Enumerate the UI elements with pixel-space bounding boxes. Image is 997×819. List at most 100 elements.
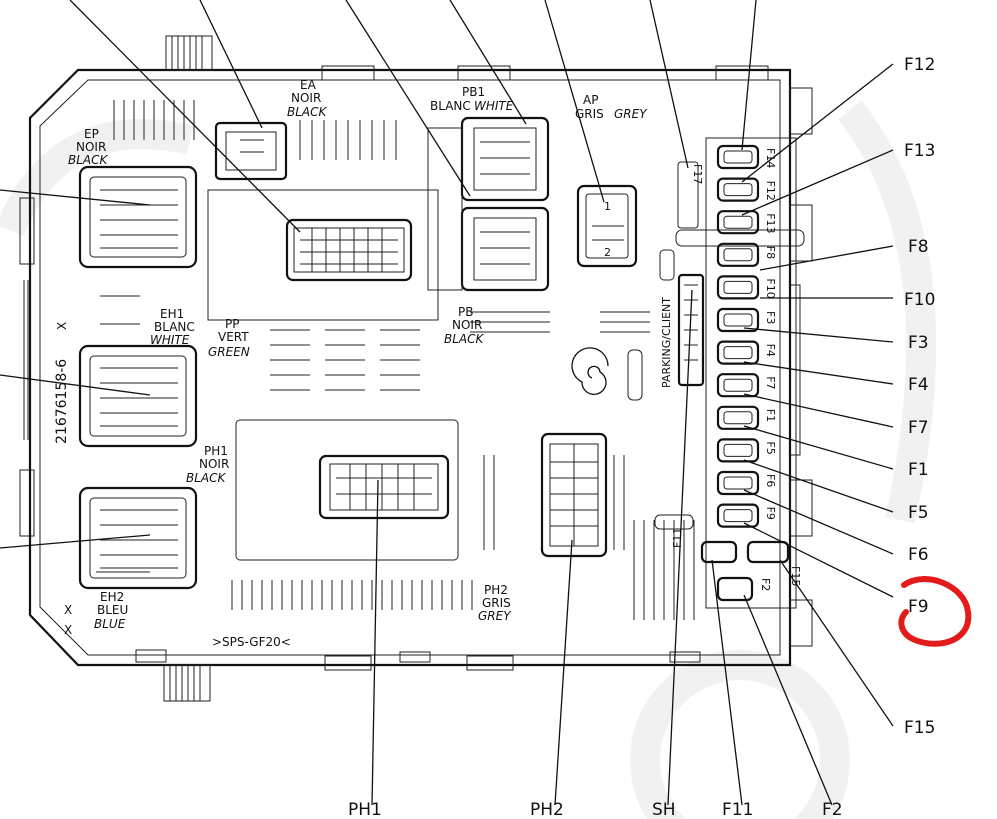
svg-text:PB1: PB1 (462, 85, 485, 99)
svg-text:AP: AP (583, 93, 598, 107)
parking-client-label: PARKING/CLIENT (660, 297, 673, 388)
fuse-slot (716, 340, 760, 365)
fuse-slot-inner (723, 280, 753, 294)
fuse-slot (716, 275, 760, 300)
fuse-slot (716, 373, 760, 398)
ph2-label: PH2 GRIS GREY (478, 583, 512, 623)
svg-text:PP: PP (225, 317, 239, 331)
svg-text:BLEU: BLEU (97, 603, 128, 617)
fuse-slot-inner (723, 476, 753, 490)
svg-text:BLANC: BLANC (154, 320, 195, 334)
callout-f13: F13 (904, 141, 935, 161)
svg-text:PH1: PH1 (204, 444, 228, 458)
callout-f12: F12 (904, 55, 935, 75)
fuse-slot-inner (723, 411, 753, 425)
svg-text:BLUE: BLUE (94, 617, 126, 631)
svg-text:GRIS: GRIS (575, 107, 604, 121)
svg-text:NOIR: NOIR (452, 318, 482, 332)
fuse-label: F4 (764, 344, 777, 357)
callout-f9: F9 (908, 597, 929, 617)
svg-text:VERT: VERT (218, 330, 249, 344)
fuse-label: F15 (789, 566, 802, 586)
connector-eh1 (78, 344, 198, 448)
fuse-slot (716, 438, 760, 463)
fuse-label: F1 (764, 409, 777, 422)
ea-label: EA NOIR BLACK (287, 78, 328, 119)
callout-f10: F10 (904, 290, 935, 310)
fuse-slot (716, 144, 760, 170)
svg-text:BLACK: BLACK (287, 105, 328, 119)
fuse-slot-inner (723, 313, 753, 327)
fuse-slot (716, 503, 760, 528)
pp-label: PP VERT GREEN (208, 317, 250, 359)
fuse-slot (716, 177, 760, 202)
svg-text:GREY: GREY (614, 107, 648, 121)
eh1-label: EH1 BLANC WHITE (150, 307, 195, 347)
fuse-slot-inner (723, 378, 753, 392)
connector-ap: 1 2 (576, 184, 638, 268)
callout-f7: F7 (908, 418, 929, 438)
svg-text:1: 1 (604, 200, 611, 213)
ph1-label: PH1 NOIR BLACK (186, 444, 229, 485)
fuse-slot (716, 576, 754, 602)
svg-text:PB: PB (458, 305, 473, 319)
right-callouts: F12 F13 F8 F10 F3 F4 F7 F1 F5 F6 F9 F15 (904, 55, 935, 738)
svg-text:BLANC: BLANC (430, 99, 471, 113)
connector-pb1 (460, 116, 550, 202)
svg-text:BLACK: BLACK (186, 471, 227, 485)
callout-f1: F1 (908, 460, 929, 480)
callout-ph2: PH2 (530, 800, 564, 819)
fuse-label: F13 (764, 213, 777, 233)
svg-text:PH2: PH2 (484, 583, 508, 597)
fuse-slot-inner (723, 509, 753, 523)
leader-lines (0, 0, 894, 806)
connector-ea (214, 121, 288, 181)
bottom-callouts: PH1 PH2 SH F11 F2 (348, 800, 843, 819)
svg-text:EA: EA (300, 78, 317, 92)
svg-text:EP: EP (84, 127, 99, 141)
fuse-label: F8 (764, 246, 777, 259)
callout-f3: F3 (908, 333, 929, 353)
fuse-label: F3 (764, 311, 777, 324)
fuse-slot (716, 242, 760, 267)
connector-ep (78, 165, 198, 269)
svg-text:NOIR: NOIR (291, 91, 321, 105)
svg-text:BLACK: BLACK (444, 332, 485, 346)
part-number: 21676158-6 (54, 359, 70, 444)
fuse-slot-inner (723, 215, 753, 229)
svg-text:WHITE: WHITE (474, 99, 514, 113)
code-label: >SPS-GF20< (212, 635, 291, 649)
fuse-slot (716, 307, 760, 333)
connector-ph2 (540, 432, 608, 558)
svg-text:NOIR: NOIR (199, 457, 229, 471)
pb-label: PB NOIR BLACK (444, 305, 485, 346)
fuse-slot (746, 540, 790, 564)
connector-eh2 (78, 486, 198, 590)
fuse-label: F7 (764, 376, 777, 389)
fuse-slot-inner (723, 150, 753, 164)
svg-text:EH2: EH2 (100, 590, 124, 604)
fuse-slot-inner (723, 443, 753, 457)
svg-text:WHITE: WHITE (150, 333, 190, 347)
fuse-label: F9 (764, 507, 777, 520)
fuse-slot-inner (723, 248, 753, 262)
callout-f6: F6 (908, 545, 929, 565)
svg-text:EH1: EH1 (160, 307, 184, 321)
pb-frame (427, 127, 463, 291)
svg-text:2: 2 (604, 246, 611, 259)
svg-text:BLACK: BLACK (68, 153, 109, 167)
x-mark-3: X (64, 623, 72, 637)
connector-pp (285, 218, 413, 282)
fuse-slot-inner (723, 346, 753, 360)
fuse-label: F2 (759, 578, 772, 591)
svg-text:GREY: GREY (478, 609, 512, 623)
ep-label: EP NOIR BLACK (68, 127, 109, 167)
connector-pb (460, 206, 550, 292)
callout-f11: F11 (722, 800, 753, 819)
pb1-label: PB1 BLANC WHITE (430, 85, 514, 113)
x-mark-2: X (64, 603, 72, 617)
connector-ph1 (318, 454, 450, 520)
svg-text:NOIR: NOIR (76, 140, 106, 154)
callout-f4: F4 (908, 375, 929, 395)
